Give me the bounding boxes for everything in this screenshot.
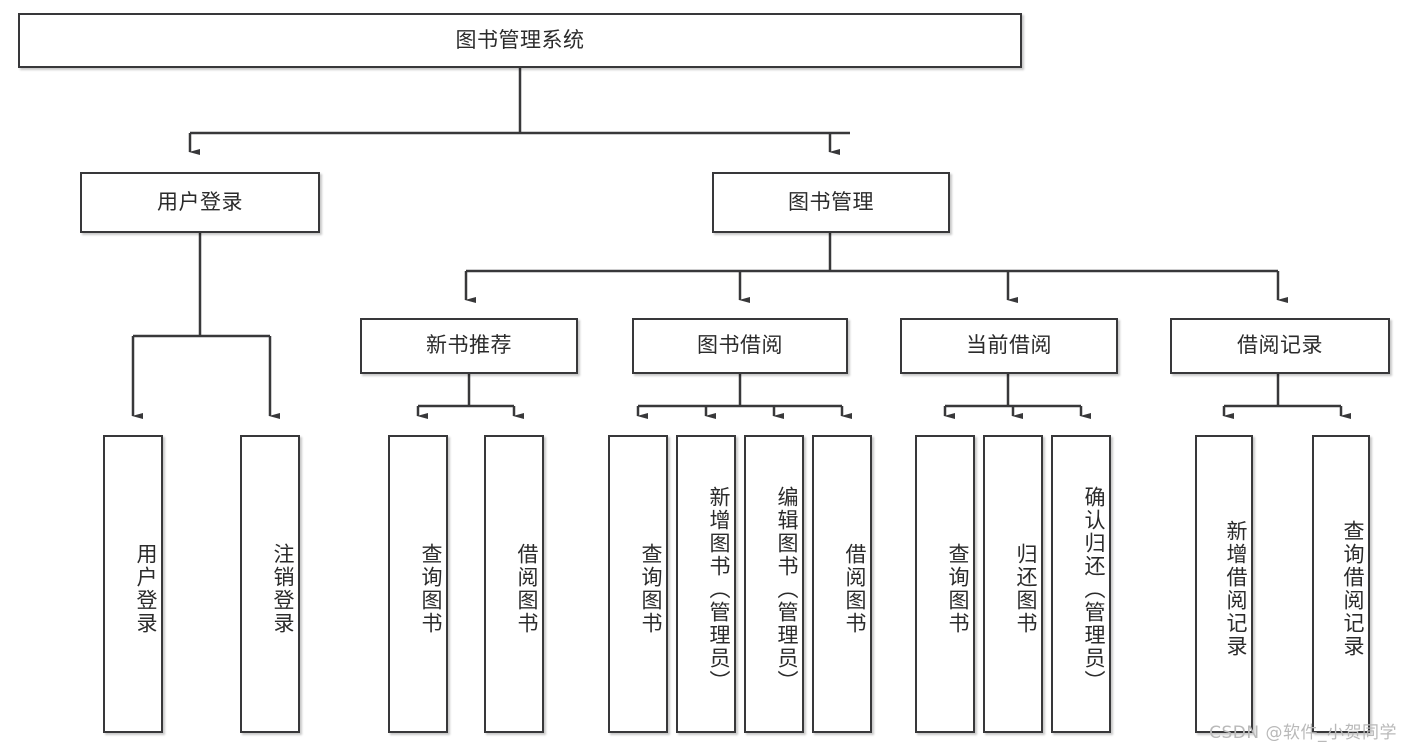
node-user-login-label: 用户登录 (157, 189, 243, 214)
leaf-label: 用户登录 (134, 543, 158, 635)
leaf-label: 编辑图书（管理员） (775, 485, 799, 693)
leaf-current-return-book[interactable]: 归还图书 (983, 435, 1043, 733)
leaf-label: 查询图书 (419, 543, 443, 635)
node-book-management-label: 图书管理 (788, 189, 874, 214)
node-book-management[interactable]: 图书管理 (712, 172, 950, 233)
node-borrow-record[interactable]: 借阅记录 (1170, 318, 1390, 374)
node-book-borrow[interactable]: 图书借阅 (632, 318, 848, 374)
leaf-label: 新增借阅记录 (1224, 520, 1248, 658)
leaf-label: 借阅图书 (843, 543, 867, 635)
watermark: CSDN @软件_小贺同学 (1209, 723, 1397, 743)
leaf-label: 注销登录 (271, 543, 295, 635)
leaf-borrow-add-book-admin[interactable]: 新增图书（管理员） (676, 435, 736, 733)
leaf-borrow-edit-book-admin[interactable]: 编辑图书（管理员） (744, 435, 804, 733)
leaf-user-login-login[interactable]: 用户登录 (103, 435, 163, 733)
leaf-label: 查询图书 (946, 543, 970, 635)
leaf-label: 借阅图书 (515, 543, 539, 635)
leaf-current-confirm-return-admin[interactable]: 确认归还（管理员） (1051, 435, 1111, 733)
node-book-borrow-label: 图书借阅 (697, 333, 783, 358)
leaf-label: 归还图书 (1014, 543, 1038, 635)
leaf-label: 确认归还（管理员） (1082, 485, 1106, 693)
leaf-borrow-query-book[interactable]: 查询图书 (608, 435, 668, 733)
leaf-borrow-borrow-book[interactable]: 借阅图书 (812, 435, 872, 733)
node-root-label: 图书管理系统 (455, 27, 585, 52)
leaf-record-add-record[interactable]: 新增借阅记录 (1195, 435, 1253, 733)
node-user-login[interactable]: 用户登录 (80, 172, 320, 233)
leaf-new-book-borrow[interactable]: 借阅图书 (484, 435, 544, 733)
node-new-book-recommend[interactable]: 新书推荐 (360, 318, 578, 374)
node-current-borrow-label: 当前借阅 (966, 333, 1052, 358)
leaf-label: 新增图书（管理员） (707, 485, 731, 693)
node-new-book-recommend-label: 新书推荐 (426, 333, 512, 358)
leaf-record-query-record[interactable]: 查询借阅记录 (1312, 435, 1370, 733)
node-root[interactable]: 图书管理系统 (18, 13, 1022, 68)
leaf-label: 查询图书 (639, 543, 663, 635)
leaf-new-book-query[interactable]: 查询图书 (388, 435, 448, 733)
leaf-label: 查询借阅记录 (1341, 520, 1365, 658)
leaf-current-query-book[interactable]: 查询图书 (915, 435, 975, 733)
node-current-borrow[interactable]: 当前借阅 (900, 318, 1118, 374)
leaf-user-login-logout[interactable]: 注销登录 (240, 435, 300, 733)
node-borrow-record-label: 借阅记录 (1237, 333, 1323, 358)
